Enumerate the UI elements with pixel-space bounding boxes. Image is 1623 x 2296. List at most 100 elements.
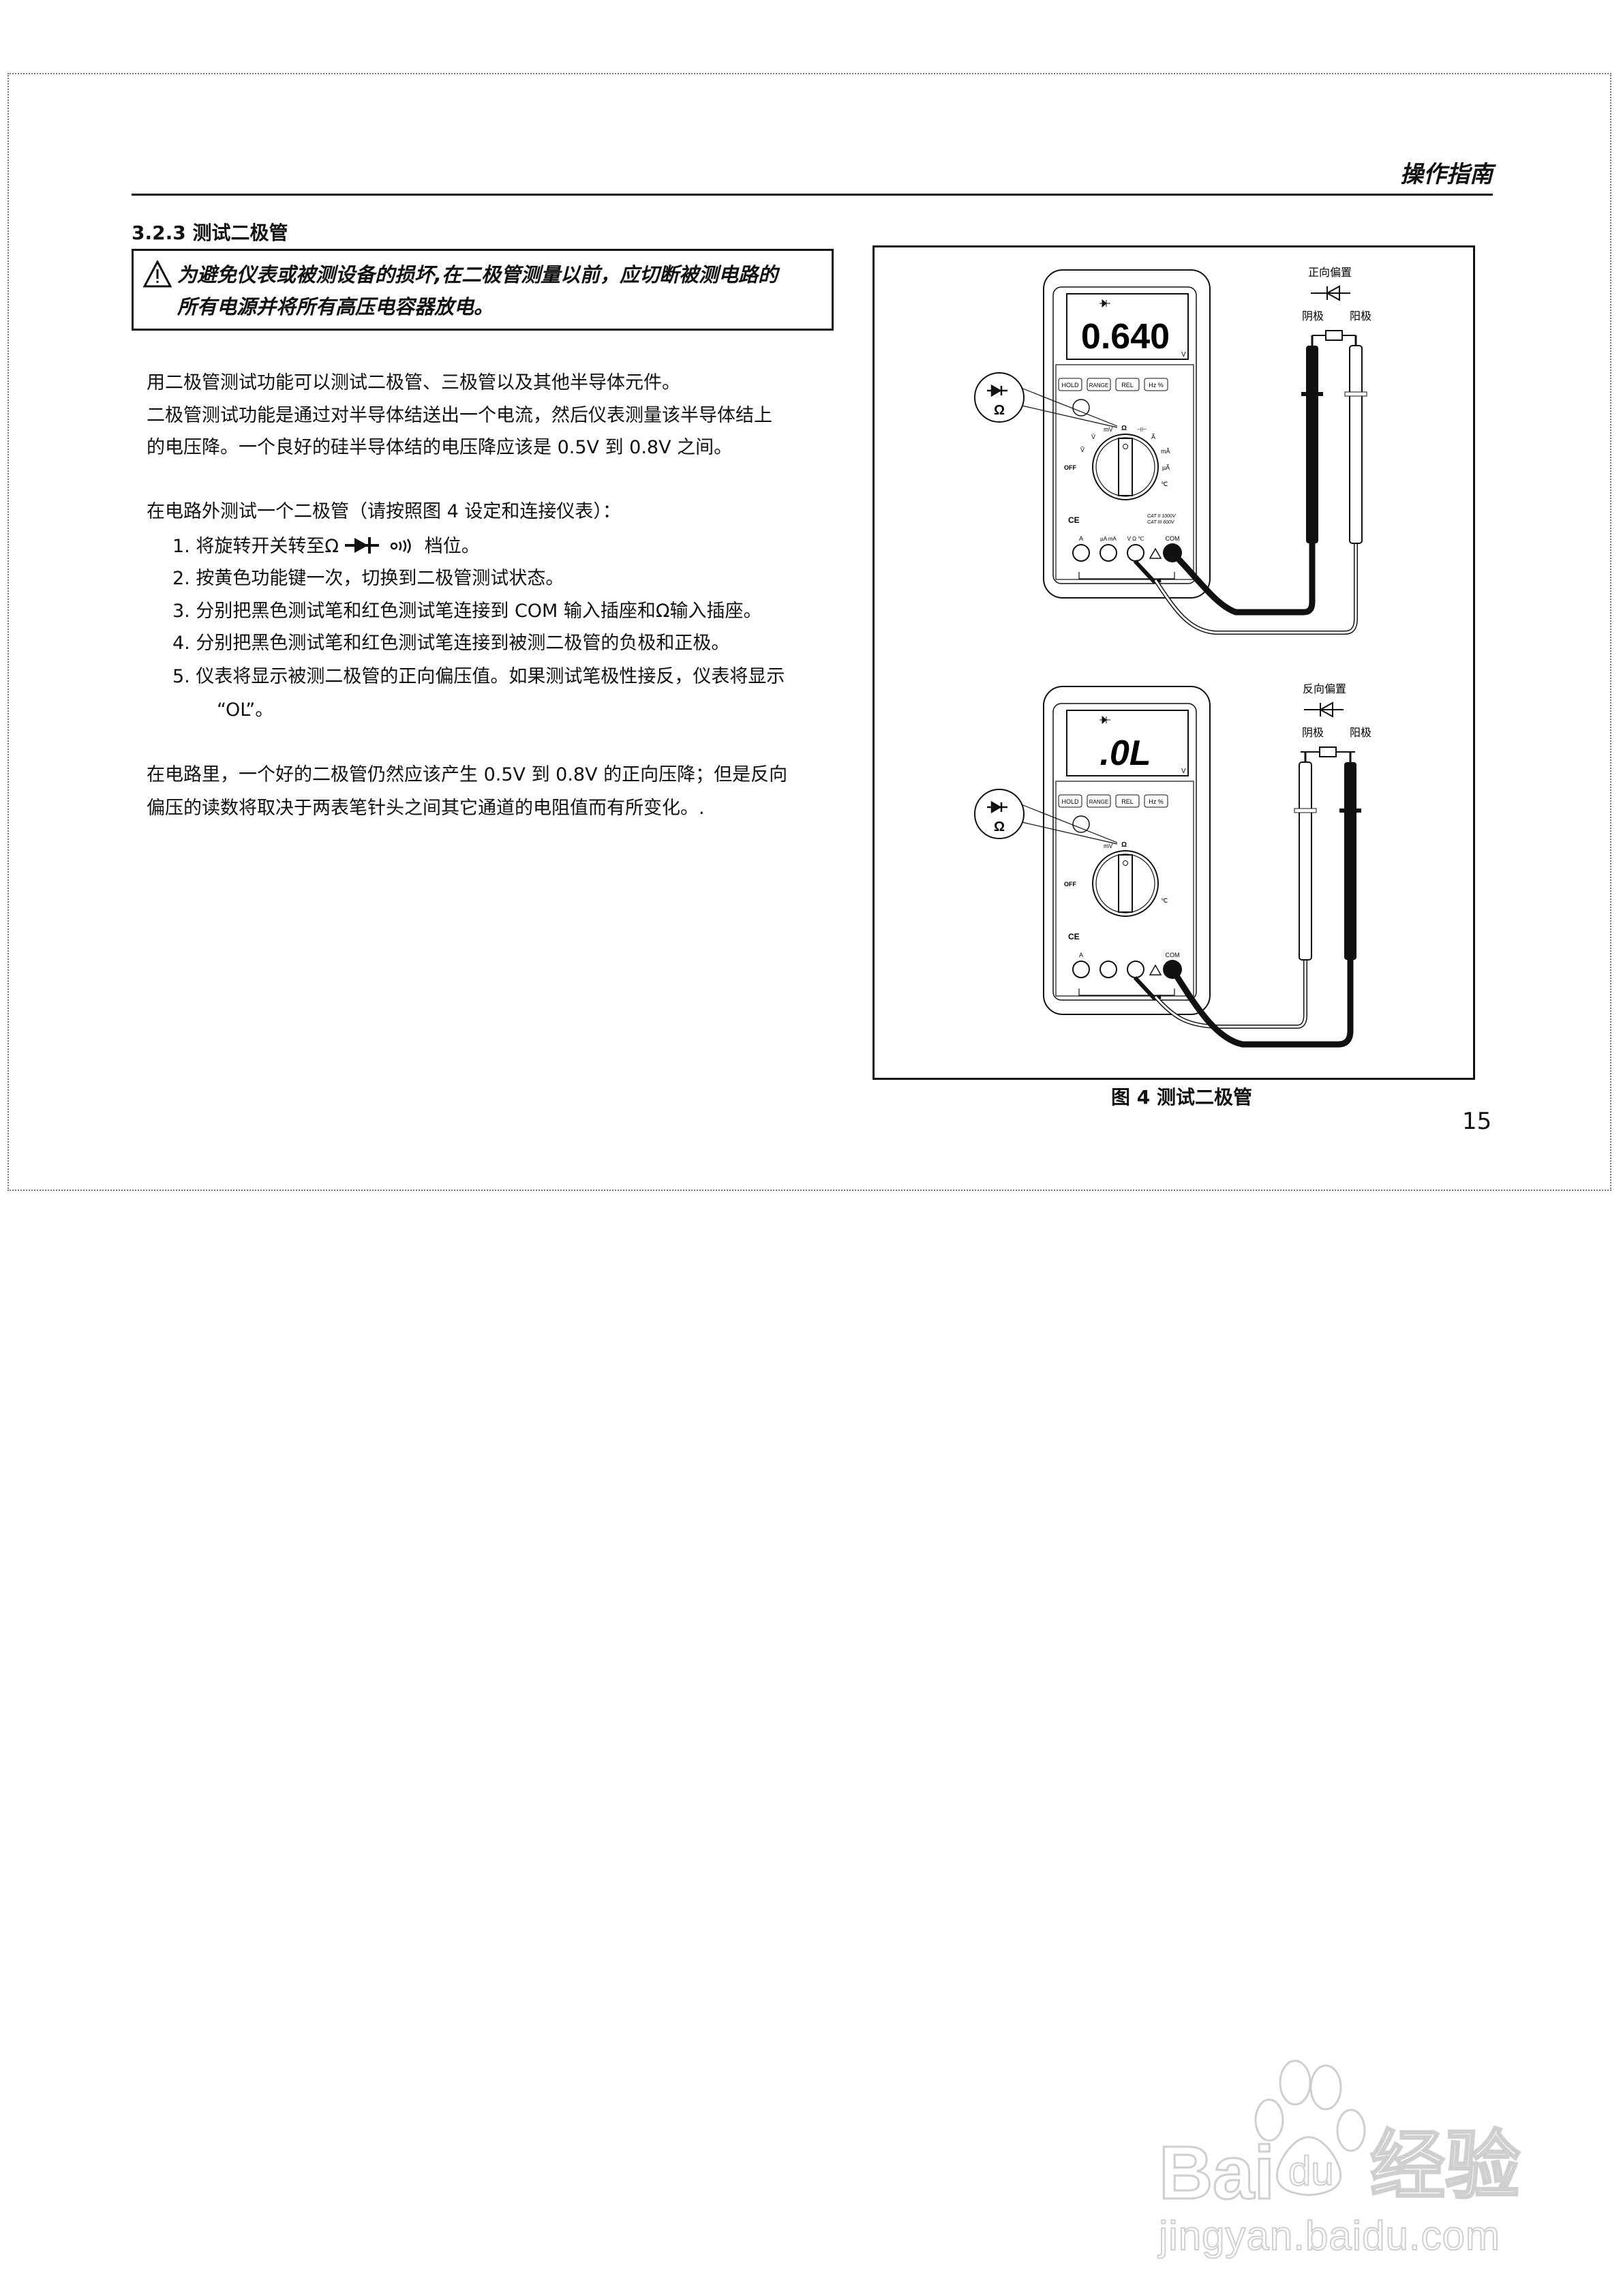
continuity-beeper-icon — [390, 539, 411, 554]
svg-text:mV: mV — [1104, 843, 1113, 849]
svg-text:OFF: OFF — [1064, 464, 1076, 471]
hold-button[interactable] — [1058, 378, 1082, 391]
baidu-watermark: Bai du 经验 jingyan.baidu.com — [1152, 2045, 1534, 2263]
svg-text:REL: REL — [1121, 798, 1134, 805]
step-3: 3. 分别把黑色测试笔和红色测试笔连接到 COM 输入插座和Ω输入插座。 — [172, 601, 762, 622]
watermark-url: jingyan.baidu.com — [1157, 2213, 1500, 2259]
step-5-cont: “OL”。 — [217, 699, 274, 721]
svg-text:经验: 经验 — [1370, 2124, 1520, 2208]
intro-line: 二极管测试功能是通过对半导体结送出一个电流，然后仪表测量该半导体结上 — [147, 405, 772, 426]
svg-text:Ṽ: Ṽ — [1080, 447, 1084, 453]
svg-text:Ω: Ω — [1121, 425, 1127, 432]
incircuit-line: 在电路里，一个好的二极管仍然应该产生 0.5V 到 0.8V 的正向压降；但是反… — [147, 764, 788, 785]
diode-component — [1325, 330, 1343, 341]
range-button[interactable] — [1087, 794, 1111, 808]
svg-text:℃: ℃ — [1161, 481, 1168, 487]
running-header: 操作指南 — [1400, 161, 1493, 188]
multimeter-diagram: 0.640 V HOLD RANGE REL Hz % OFF Ṽ V̄ mV … — [875, 267, 1371, 1048]
svg-text:反向偏置: 反向偏置 — [1303, 683, 1346, 695]
meter-buttons: HOLD RANGE REL Hz % — [1058, 378, 1168, 391]
step-2: 2. 按黄色功能键一次，切换到二极管测试状态。 — [172, 568, 564, 589]
svg-text:HOLD: HOLD — [1061, 382, 1079, 389]
meter-buttons: HOLD RANGE REL Hz % — [1058, 794, 1168, 808]
rel-button[interactable] — [1115, 794, 1140, 808]
lcd-unit: V — [1181, 768, 1186, 775]
svg-text:COM: COM — [1166, 952, 1180, 958]
svg-text:Hz %: Hz % — [1149, 798, 1164, 805]
step-5: 5. 仪表将显示被测二极管的正向偏压值。如果测试笔极性接反，仪表将显示 — [172, 666, 785, 687]
svg-text:℃: ℃ — [1161, 897, 1168, 904]
svg-text:mÃ: mÃ — [1161, 448, 1170, 455]
red-probe — [1349, 345, 1363, 544]
diode-symbol-icon — [1311, 285, 1350, 301]
range-button[interactable] — [1087, 378, 1111, 391]
red-probe — [1299, 761, 1312, 961]
lcd-diode-icon — [1099, 715, 1110, 725]
svg-text:µA mA: µA mA — [1100, 536, 1117, 542]
svg-text:A: A — [1079, 535, 1083, 542]
svg-text:阳极: 阳极 — [1350, 310, 1371, 322]
callout-diode-icon — [987, 800, 1007, 814]
svg-text:CAT III 600V: CAT III 600V — [1147, 520, 1175, 525]
svg-text:CE: CE — [1068, 932, 1080, 941]
step-4: 4. 分别把黑色测试笔和红色测试笔连接到被测二极管的负极和正极。 — [172, 633, 730, 654]
svg-text:Ω: Ω — [1121, 841, 1127, 849]
svg-text:A: A — [1079, 952, 1083, 958]
step-1: 1. 将旋转开关转至Ω 档位。 — [172, 536, 480, 557]
svg-text:Ã: Ã — [1151, 434, 1155, 440]
hold-button[interactable] — [1058, 794, 1082, 808]
header-rule — [132, 194, 1493, 196]
baidu-jingyan-logo: Bai du 经验 jingyan.baidu.com — [1157, 2059, 1521, 2259]
svg-text:RANGE: RANGE — [1089, 382, 1108, 389]
meter-forward-bias: 0.640 V HOLD RANGE REL Hz % OFF Ṽ V̄ mV … — [975, 267, 1371, 635]
page-border — [7, 73, 1611, 1191]
figure-4: 0.640 V HOLD RANGE REL Hz % OFF Ṽ V̄ mV … — [873, 245, 1475, 1080]
svg-text:COM: COM — [1166, 535, 1180, 542]
lcd-reading: .0L — [1099, 734, 1151, 773]
warning-line: 为避免仪表或被测设备的损坏,在二极管测量以前，应切断被测电路的 — [177, 263, 778, 286]
meter-reverse-bias: .0L V HOLD RANGE REL Hz % OFF mV Ω ℃ CE … — [975, 683, 1371, 1048]
diode-component — [1319, 746, 1337, 757]
svg-text:Ω: Ω — [994, 819, 1005, 834]
svg-text:du: du — [1288, 2148, 1334, 2194]
svg-text:RANGE: RANGE — [1089, 799, 1108, 805]
hz-button[interactable] — [1144, 378, 1168, 391]
svg-text:mV: mV — [1104, 426, 1113, 433]
svg-text:Bai: Bai — [1159, 2131, 1275, 2215]
svg-text:CE: CE — [1068, 515, 1080, 525]
lcd-reading: 0.640 — [1081, 317, 1170, 357]
hz-button[interactable] — [1144, 794, 1168, 808]
incircuit-line: 偏压的读数将取决于两表笔针头之间其它通道的电阻值而有所变化。. — [147, 798, 705, 819]
svg-text:REL: REL — [1121, 382, 1134, 389]
rel-button[interactable] — [1115, 378, 1140, 391]
figure-caption: 图 4 测试二极管 — [1111, 1086, 1252, 1108]
callout-diode-icon — [987, 384, 1007, 397]
svg-text:Hz %: Hz % — [1149, 382, 1164, 389]
warning-line: 所有电源并将所有高压电容器放电。 — [177, 295, 494, 318]
svg-text:⊣⊢: ⊣⊢ — [1136, 426, 1147, 433]
svg-text:CAT II 1000V: CAT II 1000V — [1147, 514, 1177, 519]
procedure-lead: 在电路外测试一个二极管（请按照图 4 设定和连接仪表）： — [147, 501, 621, 522]
svg-text:正向偏置: 正向偏置 — [1308, 267, 1352, 279]
section-title: 3.2.3 测试二极管 — [132, 222, 288, 244]
svg-text:阴极: 阴极 — [1302, 310, 1324, 322]
warning-box: 为避免仪表或被测设备的损坏,在二极管测量以前，应切断被测电路的所有电源并将所有高… — [132, 249, 834, 331]
svg-text:Ω: Ω — [994, 403, 1005, 418]
intro-line: 的电压降。一个良好的硅半导体结的电压降应该是 0.5V 到 0.8V 之间。 — [147, 437, 733, 458]
svg-text:OFF: OFF — [1064, 881, 1076, 888]
diode-icon — [344, 537, 379, 554]
svg-text:HOLD: HOLD — [1061, 798, 1079, 805]
lcd-unit: V — [1181, 351, 1186, 359]
svg-text:阳极: 阳极 — [1350, 727, 1371, 739]
black-lead — [1170, 534, 1316, 616]
black-probe — [1306, 346, 1318, 543]
svg-text:V Ω ℃: V Ω ℃ — [1127, 536, 1144, 542]
intro-line: 用二极管测试功能可以测试二极管、三极管以及其他半导体元件。 — [147, 372, 680, 393]
svg-text:阴极: 阴极 — [1302, 727, 1324, 739]
black-lead — [1170, 950, 1354, 1048]
diode-symbol-icon — [1304, 701, 1344, 718]
warning-triangle-icon — [143, 260, 172, 288]
svg-text:V̄: V̄ — [1091, 434, 1095, 440]
black-probe — [1344, 762, 1356, 960]
svg-text:µÃ: µÃ — [1162, 464, 1170, 471]
